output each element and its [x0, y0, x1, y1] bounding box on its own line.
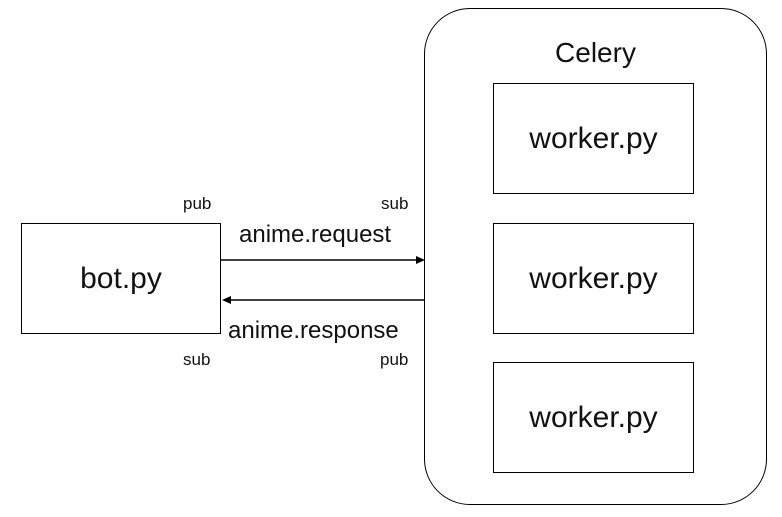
response-topic-label: anime.response — [228, 317, 399, 344]
worker-label: worker.py — [529, 400, 658, 434]
response-arrowhead — [222, 296, 231, 304]
worker-label: worker.py — [529, 121, 658, 155]
request-sub-label: sub — [381, 194, 409, 213]
bot-label: bot.py — [80, 261, 162, 295]
celery-container: Celery — [424, 8, 767, 505]
worker-box-1: worker.py — [493, 83, 694, 194]
response-sub-label: sub — [183, 350, 211, 369]
request-topic-label: anime.request — [239, 221, 392, 248]
worker-box-3: worker.py — [493, 362, 694, 473]
celery-title: Celery — [555, 37, 636, 68]
request-arrowhead — [416, 256, 425, 264]
worker-label: worker.py — [529, 261, 658, 295]
worker-box-2: worker.py — [493, 223, 694, 334]
bot-box: bot.py — [21, 223, 221, 334]
response-pub-label: pub — [380, 350, 409, 369]
request-pub-label: pub — [183, 194, 212, 213]
